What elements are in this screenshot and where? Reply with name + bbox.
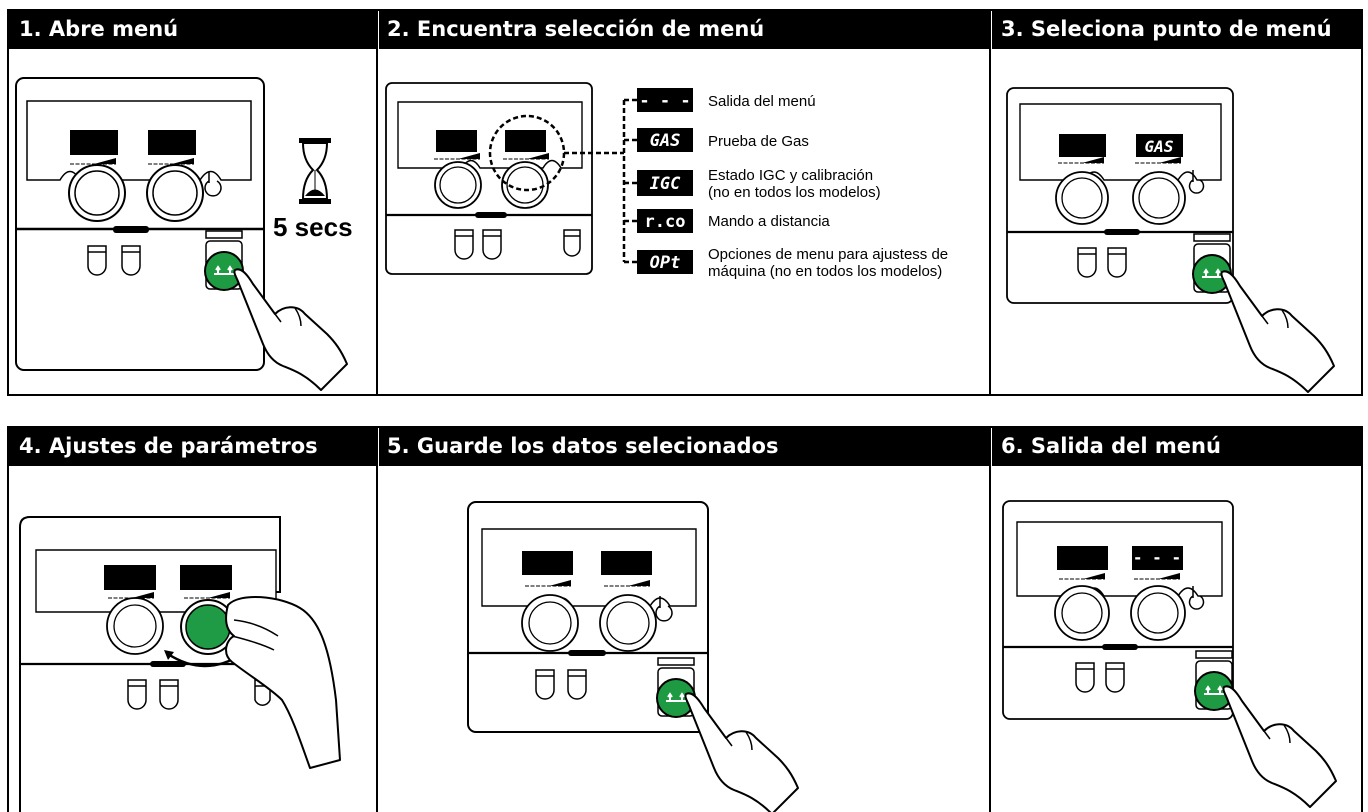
- menu-label-igc: Estado IGC y calibración (no en todos lo…: [708, 167, 881, 201]
- step-5-title: 5. Guarde los datos selecionados: [387, 434, 779, 458]
- svg-text:- - -: - - -: [639, 91, 690, 111]
- right-display: [148, 130, 196, 155]
- right-knob: [146, 164, 204, 222]
- timer-label: 5 secs: [273, 212, 353, 242]
- step-3-illustration: GAS: [1006, 87, 1335, 393]
- menu-code-opt: [637, 250, 693, 274]
- hourglass-icon: [299, 138, 331, 204]
- hand-icon: [225, 595, 341, 769]
- header-bar-top: 1. Abre menú 2. Encuentra selección de m…: [9, 11, 1361, 49]
- menu-code-igc: [637, 170, 693, 196]
- panel-divider: [376, 428, 378, 812]
- svg-text:GAS: GAS: [1145, 137, 1174, 156]
- menu-code-exit: [637, 88, 693, 112]
- menu-code-gas: [637, 128, 693, 152]
- step-6-illustration: - - -: [1002, 500, 1337, 808]
- step-3-title: 3. Seleciona punto de menú: [1001, 17, 1332, 41]
- steps-row-bottom: 4. Ajustes de parámetros 5. Guarde los d…: [7, 426, 1363, 812]
- step-1-title: 1. Abre menú: [19, 17, 179, 41]
- step-4-illustration: [19, 516, 341, 812]
- menu-label-gas: Prueba de Gas: [708, 133, 809, 150]
- display-exit: [1132, 546, 1183, 570]
- panel-divider: [989, 11, 991, 394]
- svg-text:- - -: - - -: [1133, 548, 1181, 567]
- svg-text:r.co: r.co: [645, 212, 686, 232]
- menu-label-rco: Mando a distancia: [708, 213, 830, 230]
- svg-text:GAS: GAS: [650, 131, 681, 151]
- step-6-title: 6. Salida del menú: [1001, 434, 1221, 458]
- step-5-illustration: [467, 501, 799, 812]
- step-4-title: 4. Ajustes de parámetros: [19, 434, 318, 458]
- step-2-title: 2. Encuentra selección de menú: [387, 17, 765, 41]
- panel-divider: [376, 11, 378, 394]
- step-1-illustration: [15, 77, 348, 391]
- green-knob: [185, 604, 231, 650]
- menu-label-opt: Opciones de menu para ajustess de máquin…: [708, 246, 949, 280]
- panel-divider: [989, 428, 991, 812]
- svg-text:OPt: OPt: [650, 253, 681, 273]
- left-display: [70, 130, 118, 155]
- steps-row-top: 1. Abre menú 2. Encuentra selección de m…: [7, 9, 1363, 396]
- menu-code-rco: [637, 209, 693, 233]
- display-gas: [1136, 134, 1183, 157]
- left-knob: [68, 164, 126, 222]
- menu-label-exit: Salida del menú: [708, 93, 816, 110]
- step-2-illustration: - - - GAS IGC r.co OPt: [385, 82, 693, 275]
- header-bar-bottom: 4. Ajustes de parámetros 5. Guarde los d…: [9, 428, 1361, 466]
- svg-text:IGC: IGC: [650, 174, 681, 194]
